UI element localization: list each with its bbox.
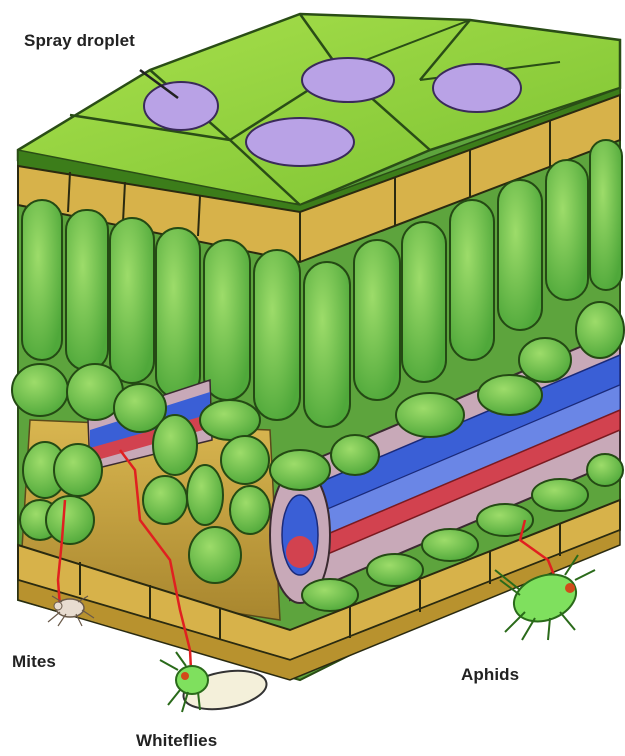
spray-droplet-1: [144, 82, 218, 130]
mites-label: Mites: [12, 652, 56, 672]
whiteflies-label: Whiteflies: [136, 731, 217, 751]
aphids-label: Aphids: [461, 665, 519, 685]
spray-droplet-4: [246, 118, 354, 166]
spray-droplet-label: Spray droplet: [24, 31, 135, 51]
spray-droplet-3: [433, 64, 521, 112]
spray-droplet-2: [302, 58, 394, 102]
